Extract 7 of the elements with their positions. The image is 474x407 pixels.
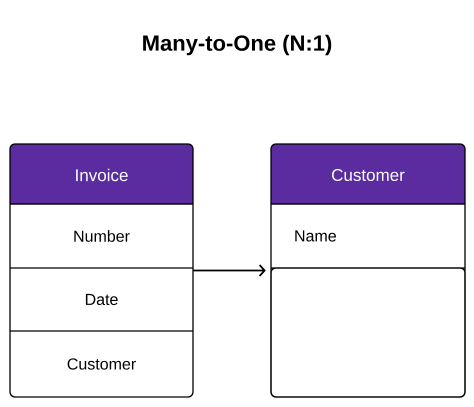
table-row: Date — [10, 267, 193, 306]
title: Many-to-One (N:1) — [143, 34, 332, 56]
table-row: Name — [295, 230, 336, 242]
table-row: Number — [74, 230, 130, 242]
table-row: Customer — [10, 330, 193, 370]
arrow — [193, 264, 266, 277]
table-row — [270, 267, 466, 398]
